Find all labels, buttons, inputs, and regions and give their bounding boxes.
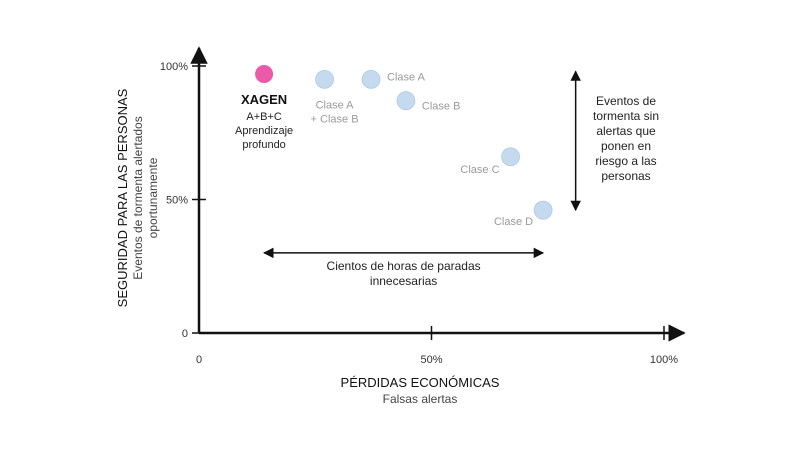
range-note-vertical: personas <box>601 169 650 183</box>
x-tick-label: 50% <box>420 354 442 366</box>
range-note-vertical: Eventos de <box>596 94 656 108</box>
point-xagen-sublabel: Aprendizaje <box>235 125 293 137</box>
y-axis-subtitle: oportunamente <box>146 157 160 238</box>
y-tick-label: 100% <box>160 61 188 73</box>
point-clase-a <box>361 69 381 89</box>
point-label: Clase A <box>387 71 426 83</box>
point-label: Clase D <box>494 216 533 228</box>
x-axis-subtitle: Falsas alertas <box>383 392 458 406</box>
range-note-horizontal: Cientos de horas de paradas <box>327 259 481 273</box>
range-note-vertical: alertas que <box>596 124 656 138</box>
range-note-vertical: tormenta sin <box>593 109 659 123</box>
point-label: Clase B <box>422 101 461 113</box>
y-axis-title: SEGURIDAD PARA LAS PERSONAS <box>115 88 130 307</box>
y-tick-label: 0 <box>182 328 188 340</box>
ticks: 0 50% 100% 0 50% 100% <box>160 61 678 366</box>
data-points: XAGEN A+B+C Aprendizaje profundo Clase A + Cl… <box>235 65 553 228</box>
x-tick-label: 100% <box>650 354 678 366</box>
point-xagen-sublabel: A+B+C <box>246 111 282 123</box>
point-xagen-sublabel: profundo <box>242 139 285 151</box>
point-label: Clase C <box>460 164 499 176</box>
point-xagen <box>255 65 274 84</box>
point-label: Clase A <box>316 99 355 111</box>
range-note-vertical: ponen en <box>601 139 651 153</box>
x-axis-title: PÉRDIDAS ECONÓMICAS <box>341 375 500 390</box>
y-tick-label: 50% <box>166 195 188 207</box>
point-clase-a-clase-b <box>315 69 334 89</box>
point-label: + Clase B <box>311 113 359 125</box>
axes <box>190 46 686 342</box>
range-note-vertical: riesgo a las <box>595 154 656 168</box>
range-note-horizontal: innecesarias <box>370 274 437 288</box>
point-clase-b <box>396 91 416 111</box>
point-clase-c <box>501 147 520 167</box>
y-axis-subtitle: Eventos de tormenta alertados <box>131 116 145 279</box>
x-tick-label: 0 <box>196 354 202 366</box>
point-xagen-label: XAGEN <box>241 92 287 107</box>
axis-titles: PÉRDIDAS ECONÓMICAS Falsas alertas SEGURID… <box>115 88 500 406</box>
point-clase-d <box>533 200 553 220</box>
